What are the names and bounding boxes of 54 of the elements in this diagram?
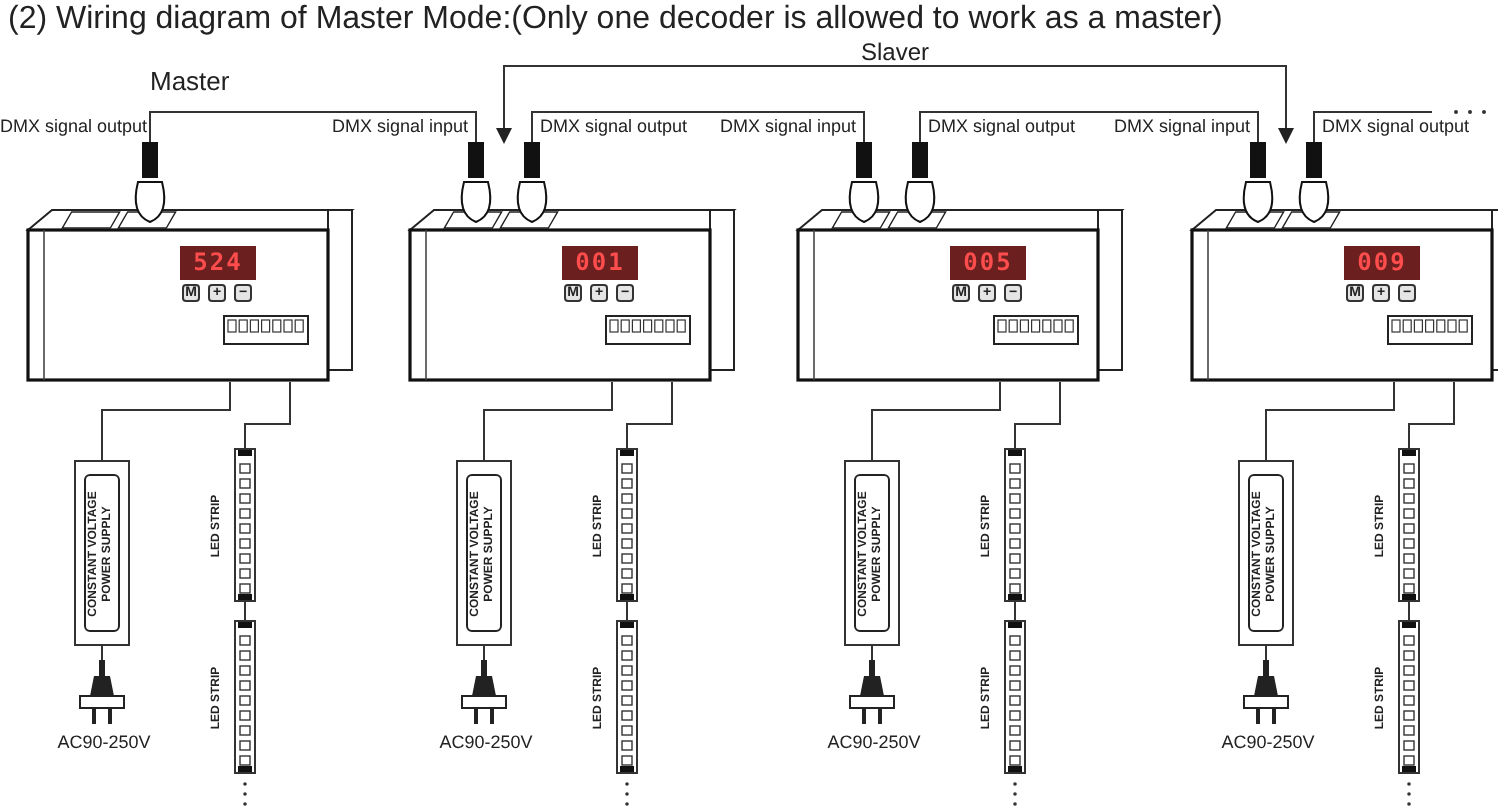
led-strip (590, 620, 642, 774)
role-label: Master (150, 66, 230, 98)
wire (626, 601, 628, 621)
power-plug-icon (848, 660, 896, 724)
led-strip (978, 448, 1030, 602)
power-plug-icon (1242, 660, 1290, 724)
wire (1265, 645, 1267, 661)
diagram-title: (2) Wiring diagram of Master Mode:(Only one decoder is allowed to work as a master) (8, 2, 1223, 38)
led-strip (1372, 620, 1424, 774)
display-readout: 005 (950, 246, 1026, 280)
power-supply-box (844, 460, 900, 646)
wire (1408, 601, 1410, 621)
wire (244, 601, 246, 621)
wire (483, 645, 485, 661)
wire (101, 645, 103, 661)
power-plug-icon (460, 660, 508, 724)
display-readout: 009 (1344, 246, 1420, 280)
port-label: DMX signal output (928, 116, 1076, 138)
wire (1265, 381, 1395, 461)
voltage-label: AC90-250V (437, 732, 535, 754)
port-label: DMX signal output (540, 116, 688, 138)
led-strip (590, 448, 642, 602)
port-label: DMX signal input (1111, 116, 1250, 138)
display-readout: 524 (180, 246, 256, 280)
power-plug-icon (78, 660, 126, 724)
port-label: DMX signal output (1322, 116, 1470, 138)
voltage-label: AC90-250V (55, 732, 153, 754)
power-supply-box (74, 460, 130, 646)
signal-cable (496, 65, 1294, 144)
led-strip (978, 620, 1030, 774)
wire (871, 645, 873, 661)
signal-cable (1313, 111, 1433, 143)
led-strip (1372, 448, 1424, 602)
power-supply-box (1238, 460, 1294, 646)
signal-cable (626, 381, 673, 449)
wire (871, 381, 1001, 461)
wire (1014, 601, 1016, 621)
port-label: DMX signal output (0, 116, 148, 138)
display-readout: 001 (562, 246, 638, 280)
voltage-label: AC90-250V (1219, 732, 1317, 754)
led-strip (208, 620, 260, 774)
signal-cable (244, 381, 291, 449)
signal-cable (531, 111, 865, 143)
signal-cable (919, 111, 1259, 143)
signal-cable (149, 111, 477, 143)
signal-cable (1014, 381, 1061, 449)
wire (101, 381, 231, 461)
led-strip (208, 448, 260, 602)
port-label: DMX signal input (329, 116, 468, 138)
port-label: DMX signal input (717, 116, 856, 138)
signal-cable (1408, 381, 1455, 449)
voltage-label: AC90-250V (825, 732, 923, 754)
wire (483, 381, 613, 461)
power-supply-box (456, 460, 512, 646)
